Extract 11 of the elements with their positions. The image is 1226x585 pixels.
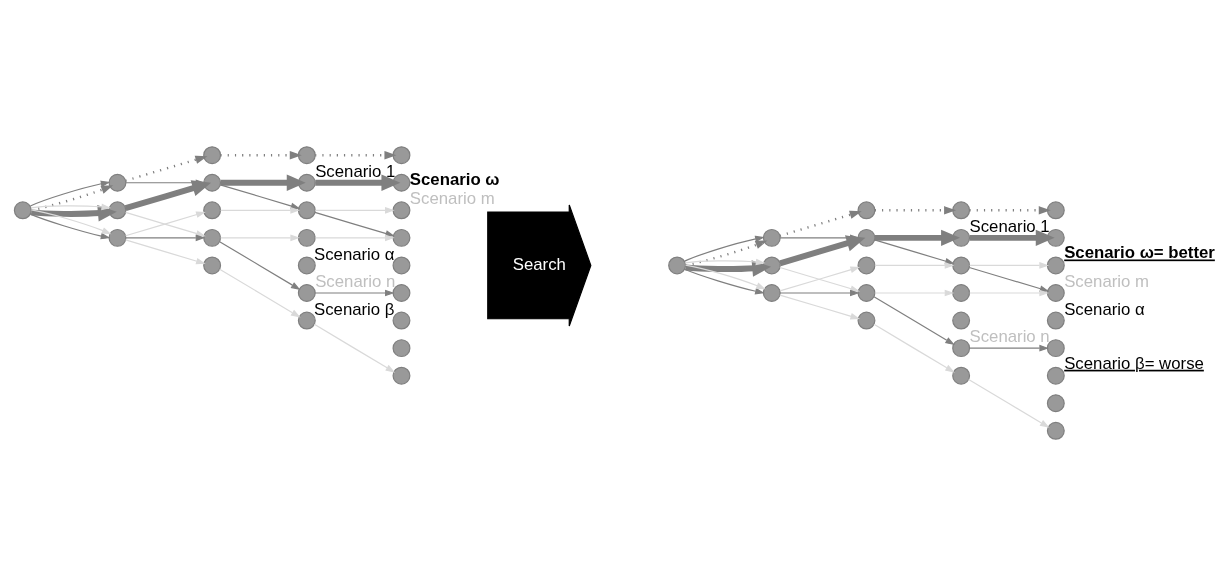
node-label: Scenario 1	[315, 161, 396, 181]
node-label: Scenario m	[1064, 271, 1149, 291]
node-label: Scenario β= worse	[1064, 353, 1204, 373]
node-label: Scenario β	[314, 299, 395, 319]
node-label: Scenario α	[1064, 299, 1145, 319]
node-label: Scenario n	[969, 326, 1050, 346]
node-label: Scenario ω	[409, 169, 500, 189]
node-label: Scenario n	[315, 271, 396, 291]
node-label: Scenario α	[314, 244, 395, 264]
node-label: Scenario ω= better	[1064, 242, 1215, 262]
node-label: Scenario 1	[969, 216, 1050, 236]
